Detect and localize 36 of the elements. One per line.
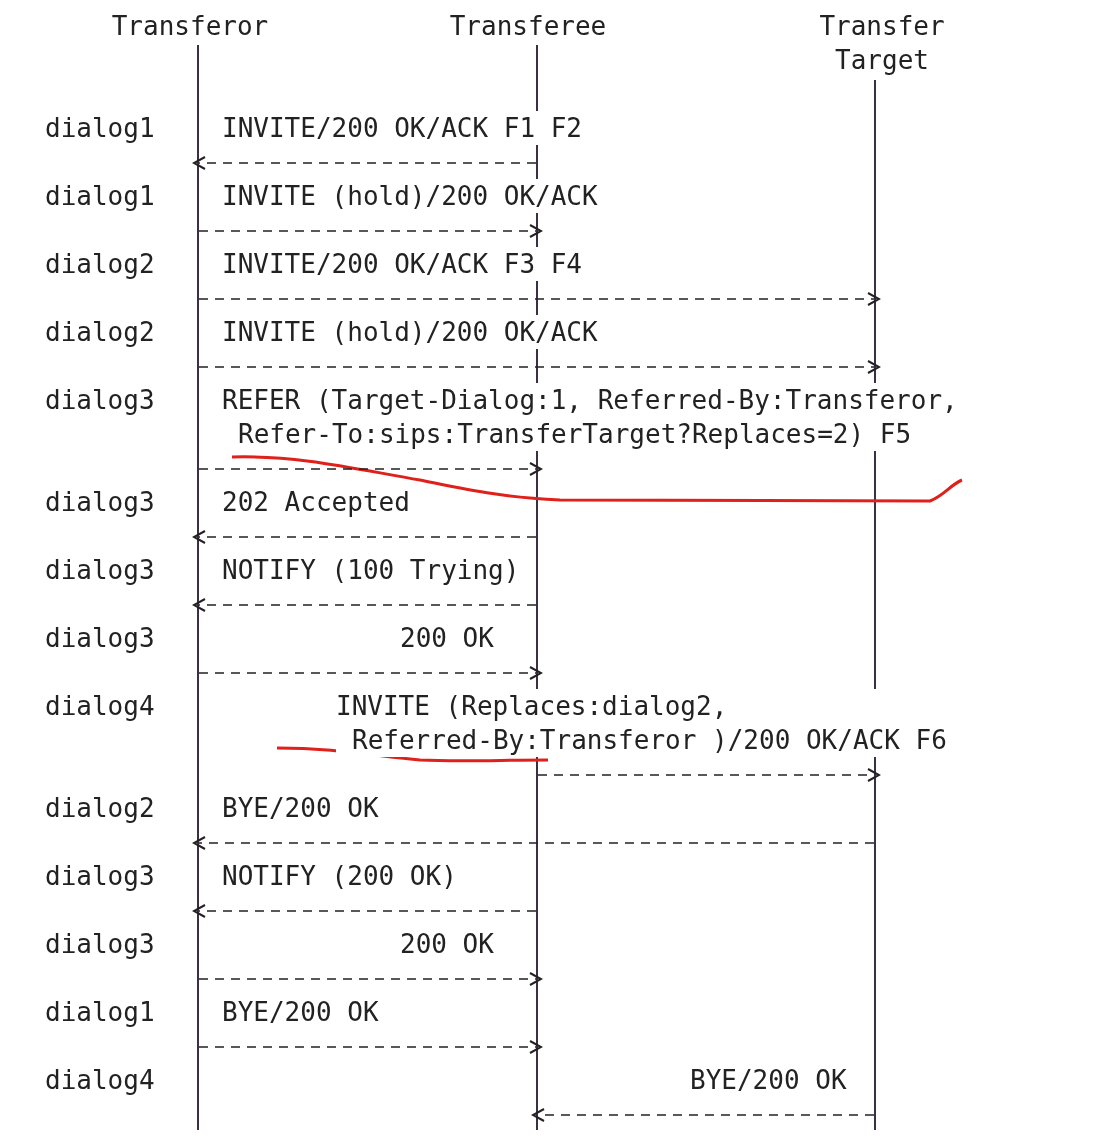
dialog-label: dialog3 (45, 860, 155, 893)
message-arrow (532, 1108, 875, 1122)
message-arrow (193, 530, 537, 544)
message-label: INVITE (Replaces:dialog2, Referred-By:Transferor )/200 OK/ACK F6 (336, 689, 947, 757)
message-arrow (198, 224, 542, 238)
message-label: INVITE (hold)/200 OK/ACK (222, 179, 598, 213)
message-label: INVITE/200 OK/ACK F3 F4 (222, 247, 583, 281)
dialog-label: dialog2 (45, 248, 155, 281)
participant-name: Transfer Target (818, 10, 946, 77)
dialog-label: dialog2 (45, 792, 155, 825)
message-arrow (198, 666, 542, 680)
message-arrow (193, 836, 875, 850)
message-arrow (198, 972, 542, 986)
participant-name: Transferee (448, 10, 608, 43)
dialog-label: dialog3 (45, 622, 155, 655)
message-arrow (198, 360, 880, 374)
dialog-label: dialog3 (45, 384, 155, 417)
message-arrow (193, 904, 537, 918)
dialog-label: dialog4 (45, 690, 155, 723)
dialog-label: dialog3 (45, 486, 155, 519)
dialog-label: dialog3 (45, 928, 155, 961)
dialog-label: dialog4 (45, 1064, 155, 1097)
dialog-label: dialog2 (45, 316, 155, 349)
dialog-label: dialog1 (45, 996, 155, 1029)
message-arrow (198, 292, 880, 306)
message-arrow (198, 1040, 542, 1054)
participant-name: Transferor (110, 10, 270, 43)
message-label: INVITE/200 OK/ACK F1 F2 (222, 111, 583, 145)
message-arrow (198, 462, 542, 476)
dialog-label: dialog1 (45, 180, 155, 213)
message-label: INVITE (hold)/200 OK/ACK (222, 315, 598, 349)
message-arrow (193, 598, 537, 612)
message-arrow (193, 156, 537, 170)
dialog-label: dialog1 (45, 112, 155, 145)
dialog-label: dialog3 (45, 554, 155, 587)
message-arrow (537, 768, 880, 782)
